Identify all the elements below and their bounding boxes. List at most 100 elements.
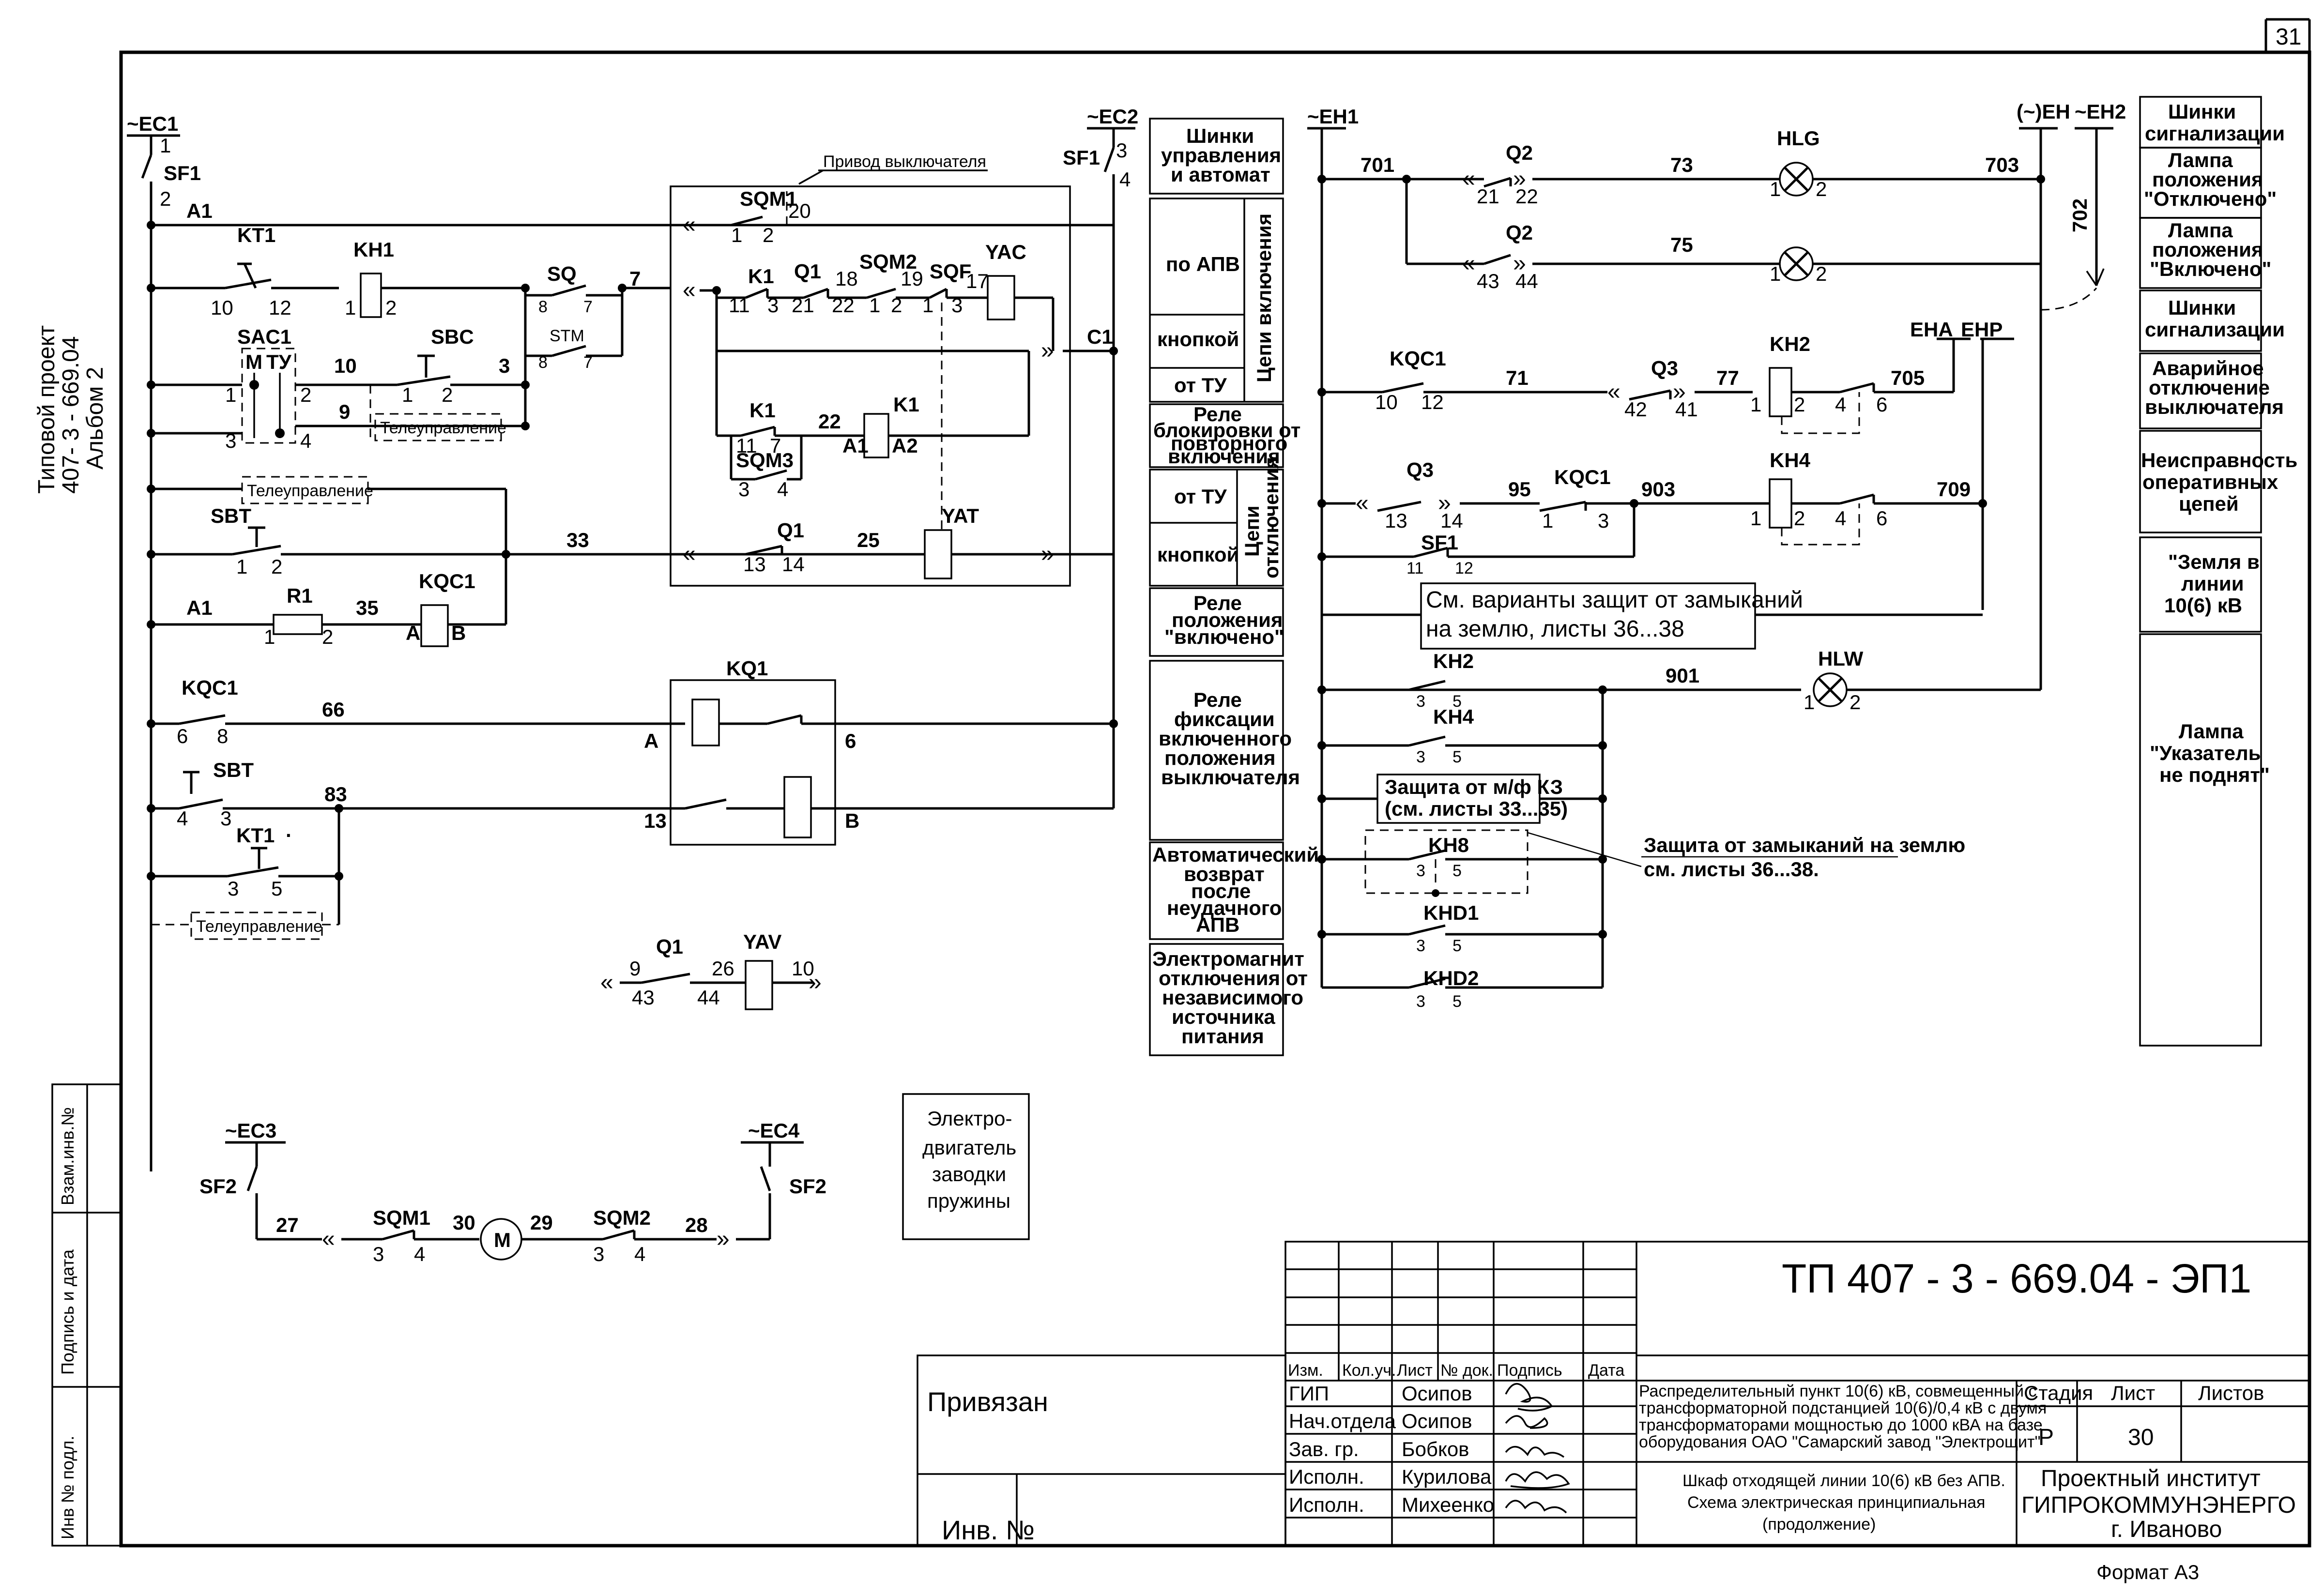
legend-elmag-1: Электромагнит bbox=[1152, 947, 1304, 970]
wire-903: 903 bbox=[1641, 478, 1675, 501]
legend-avto-1: Автоматический bbox=[1152, 843, 1319, 866]
wire-9: 9 bbox=[339, 400, 350, 423]
pin: 1 bbox=[345, 296, 356, 319]
label-sf1-ec2: SF1 bbox=[1063, 146, 1100, 169]
tb-col-podpis: Подпись bbox=[1497, 1361, 1562, 1380]
pin: 2 bbox=[160, 187, 171, 210]
wire-35: 35 bbox=[356, 596, 379, 619]
legend-knopkoi-2: кнопкой bbox=[1157, 543, 1239, 566]
tb-name-3: Курилова bbox=[1402, 1465, 1492, 1488]
pin: 10 bbox=[1375, 391, 1398, 413]
svg-text:»: » bbox=[1438, 490, 1451, 516]
svg-text:»: » bbox=[1673, 379, 1686, 405]
label-sf1: SF1 bbox=[164, 162, 201, 184]
label-sqf: SQF bbox=[930, 260, 971, 283]
legend-cepi-vkl: Цепи включения bbox=[1253, 213, 1275, 382]
label-kqc1-sig-2: KQC1 bbox=[1554, 466, 1611, 488]
label-eh1: ~EH1 bbox=[1307, 105, 1359, 128]
label-ec2: ~EC2 bbox=[1087, 105, 1138, 128]
label-k1-coil: K1 bbox=[893, 393, 919, 416]
wire-18: 18 bbox=[835, 267, 858, 290]
svg-text:»: » bbox=[809, 970, 822, 995]
yav-coil bbox=[745, 960, 773, 1010]
wire-28: 28 bbox=[685, 1214, 708, 1236]
pin: 1 bbox=[1750, 393, 1761, 416]
rlegend-zemlya-2: линии bbox=[2181, 572, 2244, 595]
label-yat: YAT bbox=[942, 504, 979, 527]
rlegend-neispr-2: оперативных bbox=[2142, 471, 2278, 493]
rlegend-off-2: положения bbox=[2152, 168, 2263, 191]
sac1-mode-tu: ТУ bbox=[266, 350, 292, 373]
pin: 5 bbox=[1452, 692, 1462, 711]
mf-note-1: Защита от м/ф КЗ bbox=[1385, 775, 1563, 798]
tb-desc-1: трансформаторной подстанцией 10(6)/0,4 к… bbox=[1639, 1399, 2047, 1417]
pin: 1 bbox=[1750, 507, 1761, 530]
pin: 2 bbox=[271, 555, 282, 578]
tb-col-ndok: № док. bbox=[1440, 1361, 1493, 1380]
pin: 8 bbox=[538, 353, 548, 372]
rlegend-shinki2-1: Шинки bbox=[2168, 296, 2236, 319]
label-yav: YAV bbox=[743, 930, 781, 953]
label-kh2: KH2 bbox=[1770, 333, 1810, 355]
pin: 9 bbox=[629, 957, 641, 980]
pin: 3 bbox=[220, 807, 231, 830]
label-kqc1-sig: KQC1 bbox=[1390, 347, 1446, 370]
wire-30: 30 bbox=[453, 1211, 475, 1234]
pin: 41 bbox=[1675, 398, 1698, 421]
label-kt1-2: KT1 bbox=[236, 824, 275, 847]
pin: 8 bbox=[217, 725, 228, 747]
kh2-coil bbox=[1769, 367, 1792, 417]
pin: 8 bbox=[538, 298, 548, 316]
label-sq: SQ bbox=[547, 262, 577, 285]
pin: 1 bbox=[264, 625, 275, 648]
legend-ot-tu-2: от ТУ bbox=[1174, 485, 1227, 508]
pin: 11 bbox=[1407, 559, 1423, 578]
legend-cepi-otkl-2: отключения bbox=[1260, 457, 1283, 578]
label-sf2-left: SF2 bbox=[199, 1175, 237, 1198]
pin: 3 bbox=[225, 429, 236, 452]
legend-shinki-3: и автомат bbox=[1171, 163, 1270, 186]
tb-privyazan: Привязан bbox=[927, 1386, 1048, 1417]
signal-legend: Шинки сигнализации Лампа положения "Откл… bbox=[2139, 96, 2297, 1047]
pin: 2 bbox=[300, 383, 311, 406]
wire-22: 22 bbox=[818, 410, 841, 433]
legend-shinki-2: управления bbox=[1161, 144, 1281, 167]
pin: 10 bbox=[211, 296, 233, 319]
tb-role-0: ГИП bbox=[1289, 1382, 1329, 1405]
pin: 21 bbox=[792, 294, 814, 317]
tb-subj-0: Шкаф отходящей линии 10(6) кВ без АПВ. bbox=[1682, 1472, 2005, 1490]
wire-33: 33 bbox=[566, 529, 589, 551]
sac1-mode-m: М bbox=[245, 350, 262, 373]
pin: 2 bbox=[442, 383, 453, 406]
label-kt1: KT1 bbox=[237, 224, 275, 246]
rlegend-shinki-1: Шинки bbox=[2168, 100, 2236, 123]
label-k1-2: K1 bbox=[749, 399, 776, 422]
rlegend-zemlya-3: 10(6) кВ bbox=[2164, 594, 2242, 617]
tb-desc-2: трансформаторами мощностью до 1000 кВА н… bbox=[1639, 1416, 2043, 1434]
legend-block-4: включения bbox=[1168, 445, 1280, 468]
tb-code: ТП 407 - 3 - 669.04 - ЭП1 bbox=[1782, 1256, 2251, 1301]
svg-text:«: « bbox=[1462, 166, 1475, 192]
wire-26: 26 bbox=[712, 957, 734, 980]
motor-note-3: заводки bbox=[932, 1163, 1006, 1186]
left-stamp-strip: Взам.инв.№ Подпись и дата Инв № подл. bbox=[51, 1083, 122, 1547]
label-sqm1-motor: SQM1 bbox=[373, 1206, 430, 1229]
legend-fix-4: положения bbox=[1164, 746, 1275, 769]
pin: 4 bbox=[1835, 393, 1846, 416]
kq1-relay-box bbox=[670, 679, 836, 846]
label-kh4: KH4 bbox=[1770, 449, 1811, 471]
svg-text:»: » bbox=[1513, 166, 1526, 192]
pin: 2 bbox=[891, 294, 902, 317]
sac1-switch bbox=[241, 348, 296, 444]
pin: 4 bbox=[177, 807, 188, 830]
legend-block-1: Реле bbox=[1193, 403, 1242, 426]
pin: 12 bbox=[1421, 391, 1444, 413]
variants-note-1: См. варианты защит от замыканий bbox=[1426, 587, 1803, 613]
tb-listov-label: Листов bbox=[2198, 1382, 2264, 1404]
label-hlg: HLG bbox=[1777, 127, 1820, 150]
pin: 2 bbox=[1816, 262, 1827, 285]
pin: 1 bbox=[1542, 509, 1553, 532]
wire-71: 71 bbox=[1506, 366, 1529, 389]
pin: 1 bbox=[1804, 691, 1815, 714]
